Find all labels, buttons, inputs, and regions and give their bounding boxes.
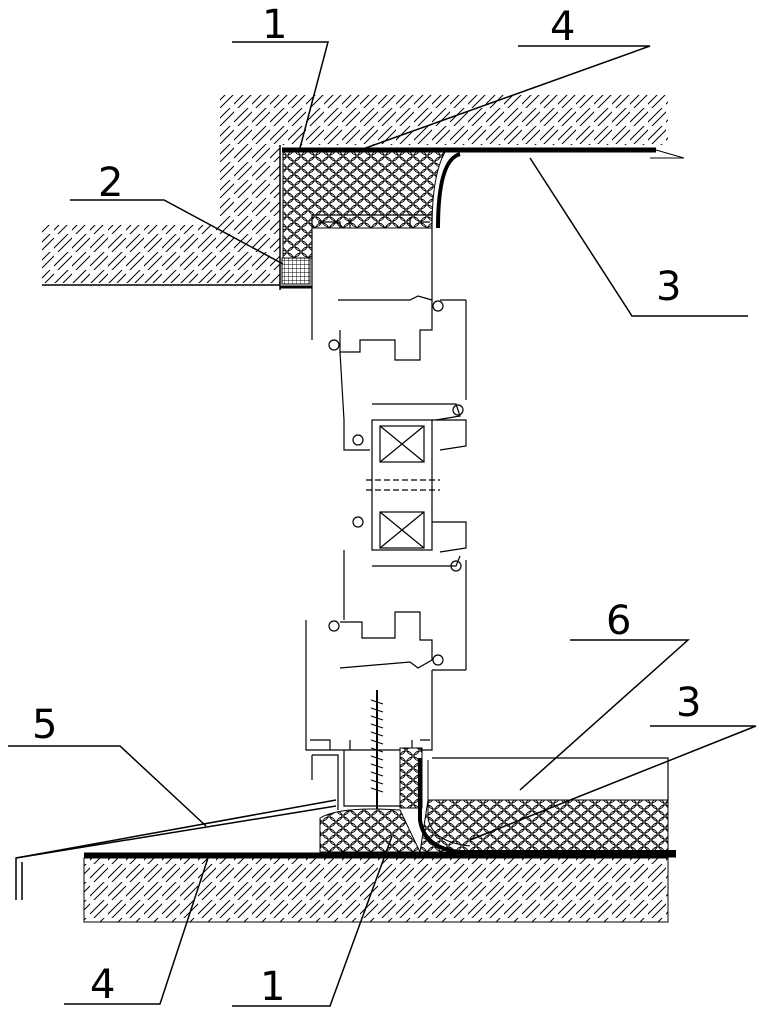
callout-bottom-1: 1: [260, 964, 285, 1010]
lower-wall: [83, 857, 669, 923]
callout-right-3b: 3: [676, 680, 701, 726]
leader-top-4: [359, 45, 651, 151]
fixing-screw: [370, 690, 384, 812]
callout-top-4: 4: [550, 4, 575, 50]
leader-right-3: [529, 157, 748, 317]
callout-left-2: 2: [98, 160, 123, 206]
window-frame: [305, 214, 467, 810]
callout-right-6: 6: [606, 598, 631, 644]
callout-left-5: 5: [32, 702, 57, 748]
leader-bottom-1: [232, 835, 393, 1007]
lower-membrane: [418, 758, 676, 854]
callout-bottom-4: 4: [90, 962, 115, 1008]
leader-top-1: [232, 41, 329, 149]
external-sill-flashing: [15, 799, 337, 900]
callout-right-3: 3: [656, 264, 681, 310]
lower-insulation: [319, 799, 669, 853]
upper-wall: [42, 95, 668, 290]
leader-left-5: [8, 745, 207, 827]
leader-right-3b: [469, 725, 757, 841]
sealing-strip: [280, 257, 312, 289]
leader-left-2: [70, 199, 284, 265]
top-membrane: [282, 147, 685, 229]
leader-lines: [8, 41, 757, 1007]
callout-top-1: 1: [262, 2, 287, 48]
leader-bottom-4: [64, 857, 209, 1005]
leader-right-6: [519, 639, 690, 791]
interior-sill: [432, 757, 669, 800]
callout-labels: 1 4 2 3 6 3 5 4 1: [32, 2, 701, 1010]
upper-insulation: [282, 151, 446, 259]
